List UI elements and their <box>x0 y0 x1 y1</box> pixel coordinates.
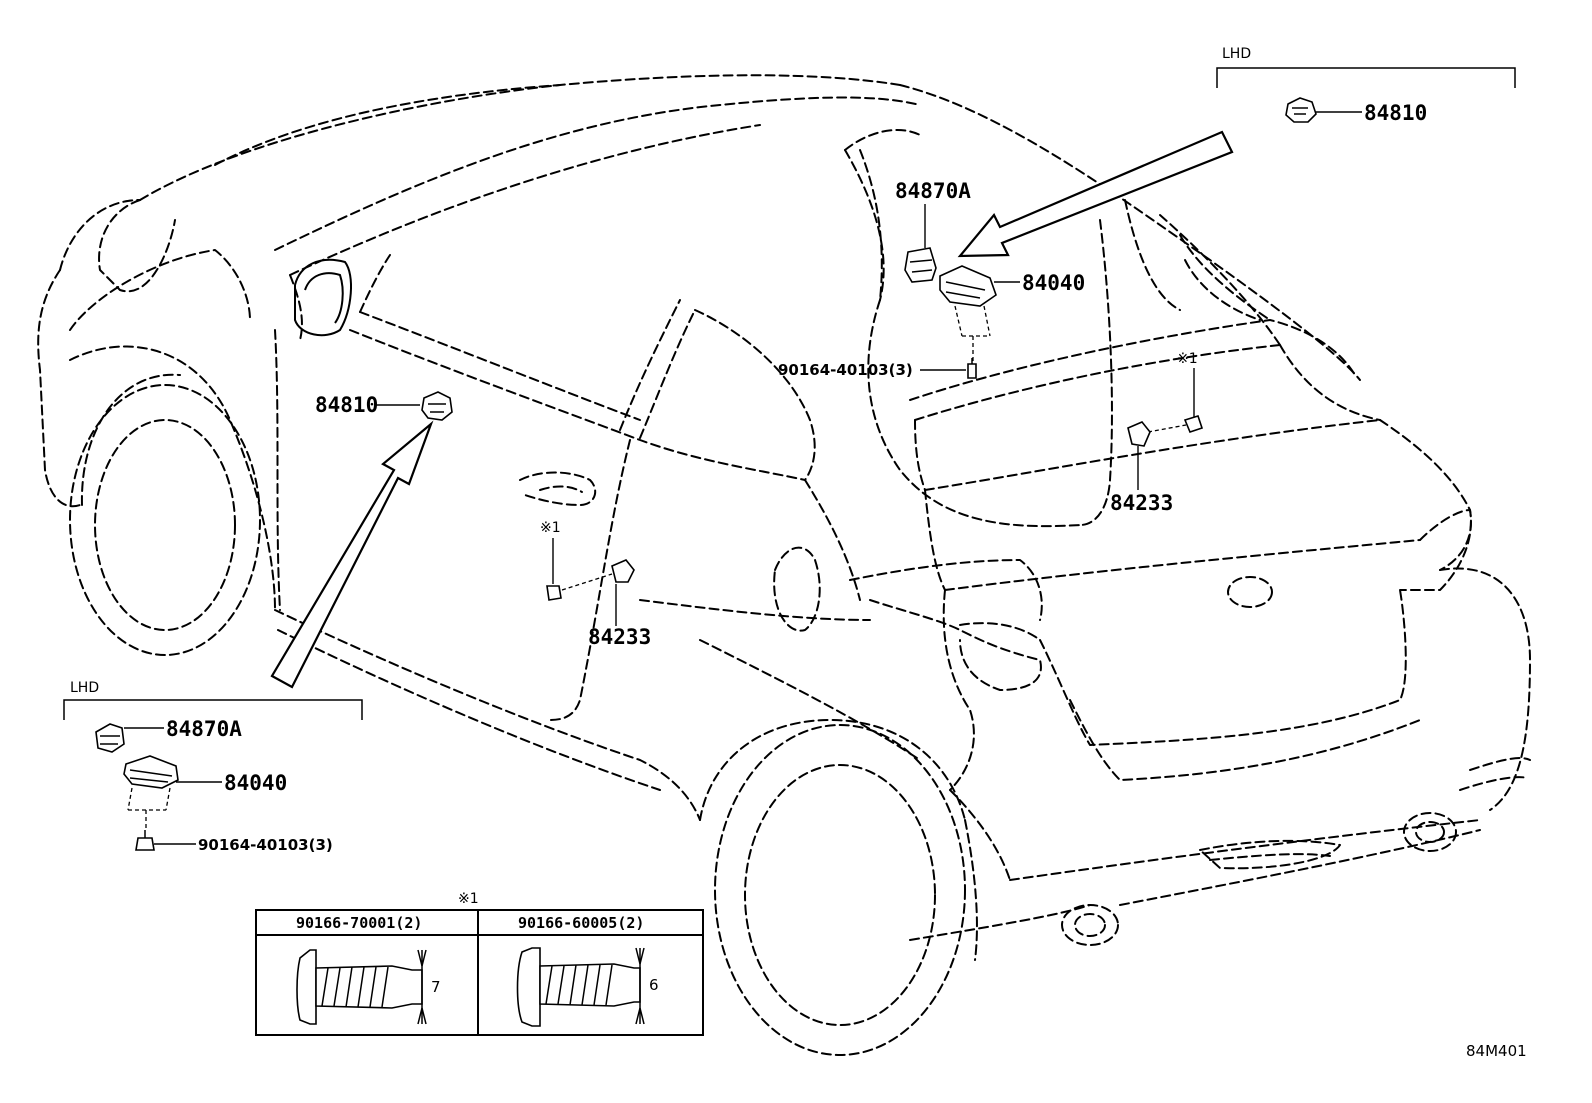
label-84870a-upper: 84870A <box>895 179 971 203</box>
dimension-60005: 6 <box>649 976 659 994</box>
lhd-bracket-bottom: LHD <box>63 680 363 720</box>
part-84233-upper: ※1 84233 <box>1110 351 1204 515</box>
label-84870a-lower: 84870A <box>166 717 242 741</box>
label-84810-door: 84810 <box>315 393 378 417</box>
label-84040-lower: 84040 <box>224 771 287 795</box>
switch-connector-icon <box>904 247 937 283</box>
table-marker: ※1 <box>458 891 479 907</box>
part-84870a-lower: 84870A <box>95 717 242 753</box>
screw-60005-icon: 6 <box>516 947 659 1027</box>
lhd-bracket-top: LHD <box>1216 46 1516 88</box>
arrow-to-front-door <box>270 420 434 689</box>
part-84810-lhd: 84810 <box>1285 97 1427 125</box>
part-90164-upper: 90164-40103(3) <box>778 358 977 379</box>
switch-part-icon <box>1285 97 1317 123</box>
vehicle-outline <box>37 74 1531 1056</box>
screw-icon <box>135 837 155 851</box>
part-84040-upper: 84040 <box>939 265 1085 362</box>
label-84040-upper: 84040 <box>1022 271 1085 295</box>
part-84233-door: ※1 84233 <box>540 520 651 649</box>
location-arrows <box>270 130 1234 689</box>
screw-icon <box>967 363 977 379</box>
screw-70001-icon: 7 <box>296 949 441 1025</box>
table-col1-part: 90166-70001(2) <box>296 914 422 932</box>
label-84810-lhd: 84810 <box>1364 101 1427 125</box>
part-84040-lower: 84040 <box>123 755 287 830</box>
switch-assembly-icon <box>123 755 179 789</box>
lhd-label-bottom: LHD <box>70 680 99 696</box>
label-84233-upper: 84233 <box>1110 491 1173 515</box>
sensor-icon <box>611 559 635 583</box>
drawing-code: 84M401 <box>1466 1042 1527 1060</box>
ref1-door: ※1 <box>540 520 561 536</box>
clip-icon <box>1183 415 1204 433</box>
label-90164-upper: 90164-40103(3) <box>778 361 913 379</box>
sensor-icon <box>1127 421 1151 447</box>
clip-icon <box>546 585 562 601</box>
lhd-label-top: LHD <box>1222 46 1251 62</box>
arrow-to-rear-hatch <box>957 130 1234 258</box>
part-90164-lower: 90164-40103(3) <box>135 830 333 854</box>
part-84870a-upper: 84870A <box>895 179 971 283</box>
switch-part-icon <box>421 391 453 421</box>
fastener-note-table: ※1 90166-70001(2) 90166-60005(2) 7 6 <box>255 891 704 1036</box>
part-84810-door: 84810 <box>315 391 453 421</box>
ref1-upper: ※1 <box>1177 351 1198 367</box>
table-col2-part: 90166-60005(2) <box>518 914 644 932</box>
dimension-70001: 7 <box>431 978 441 996</box>
label-90164-lower: 90164-40103(3) <box>198 836 333 854</box>
switch-connector-icon <box>95 723 125 753</box>
label-84233-door: 84233 <box>588 625 651 649</box>
